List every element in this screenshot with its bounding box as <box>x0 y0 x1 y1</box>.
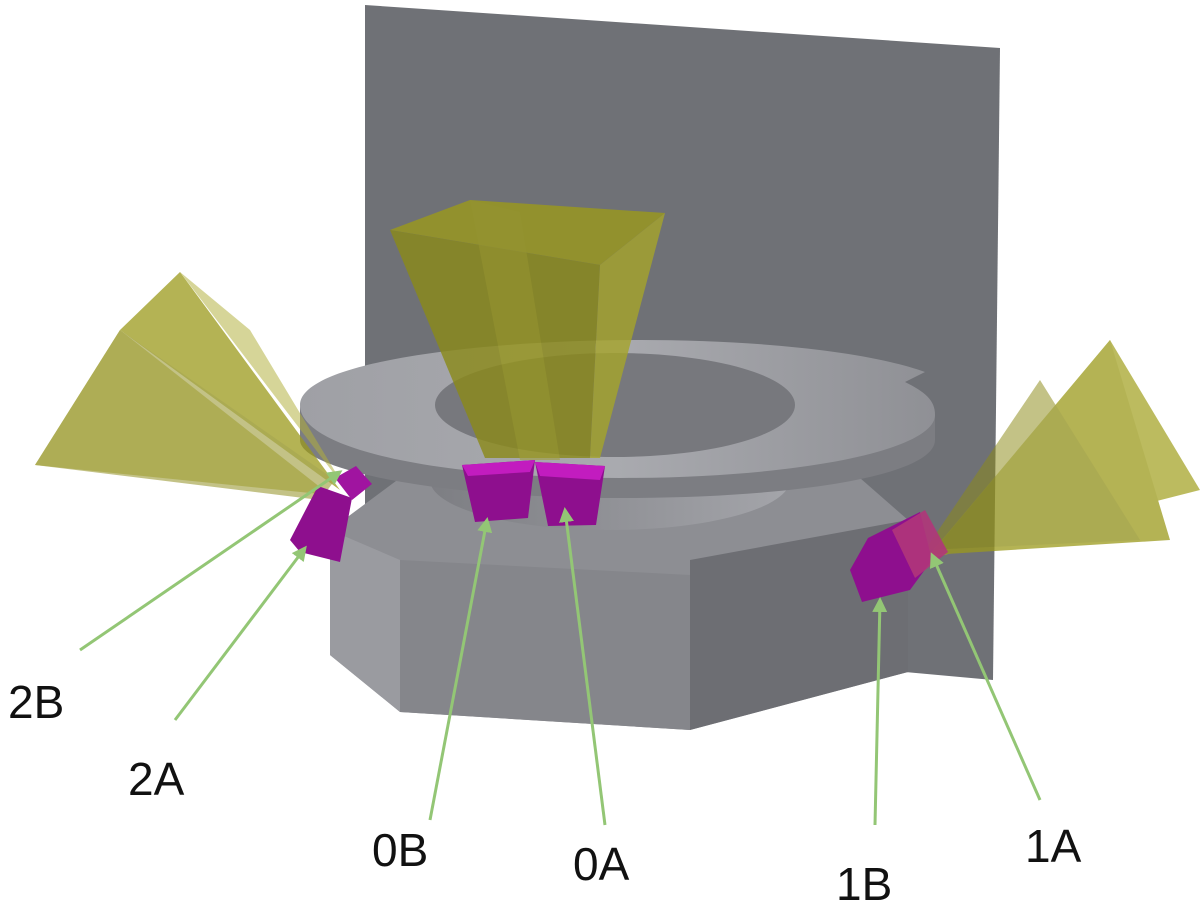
arrow-2b <box>79 470 343 652</box>
label-1a: 1A <box>1025 820 1082 872</box>
arrows <box>79 470 1042 826</box>
label-2b: 2B <box>8 676 64 728</box>
label-1b: 1B <box>836 858 892 910</box>
arrow-0b <box>428 517 493 821</box>
sensor-0a <box>535 462 605 526</box>
arrow-2a <box>173 545 307 721</box>
sensor-2b <box>335 466 372 500</box>
label-2a: 2A <box>128 753 185 805</box>
arrow-0a <box>559 507 607 826</box>
sensor-0b <box>462 460 535 522</box>
cone-top <box>390 200 665 460</box>
hexagonal-base <box>330 478 908 730</box>
label-0a: 0A <box>573 838 630 890</box>
sensor-2a <box>290 486 352 562</box>
arrow-1b <box>872 597 888 826</box>
cone-left <box>35 272 345 500</box>
arrow-1a <box>929 552 1042 801</box>
label-0b: 0B <box>372 824 428 876</box>
cone-right <box>925 340 1200 560</box>
